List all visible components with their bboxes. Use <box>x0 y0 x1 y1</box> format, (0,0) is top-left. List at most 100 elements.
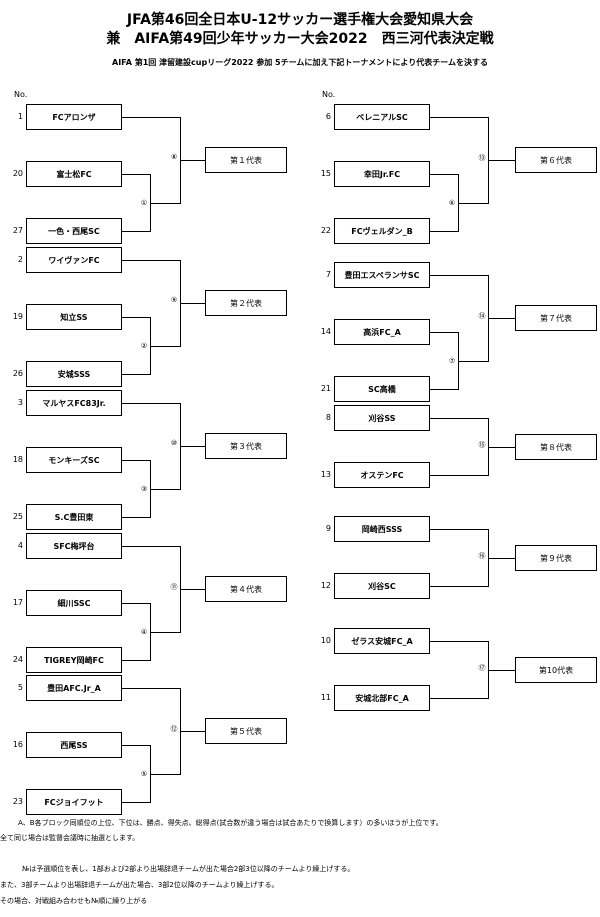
bracket-line <box>458 203 489 204</box>
team-seed-number: 27 <box>12 226 23 235</box>
team-seed-number: 2 <box>17 255 23 264</box>
no-header-left: No. <box>14 90 28 99</box>
team-box: FCジョイフット <box>26 789 122 815</box>
page-title-line1: JFA第46回全日本U-12サッカー選手権大会愛知県大会 <box>126 12 474 28</box>
bracket-line <box>430 698 489 699</box>
team-box: マルヤスFC83Jr. <box>26 390 122 416</box>
bracket-line <box>122 660 151 661</box>
match-number: ⑰ <box>478 664 486 672</box>
team-seed-number: 12 <box>320 581 331 590</box>
bracket-line <box>122 517 151 518</box>
representative-box: 第５代表 <box>205 718 287 744</box>
team-seed-number: 19 <box>12 312 23 321</box>
match-number: ⑥ <box>448 199 456 207</box>
bracket-line <box>122 688 181 689</box>
team-box: S.C豊田東 <box>26 504 122 530</box>
match-number: ⑭ <box>478 312 486 320</box>
note-line: №は予選順位を表し、1部および2部より出場辞退チームが出た場合2部3位以降のチー… <box>22 865 355 873</box>
match-number: ② <box>140 342 148 350</box>
bracket-line <box>122 260 181 261</box>
team-seed-number: 23 <box>12 797 23 806</box>
bracket-line <box>180 303 206 304</box>
team-seed-number: 15 <box>320 169 331 178</box>
bracket-line <box>150 632 181 633</box>
team-box: 豊田AFC.Jr_A <box>26 675 122 701</box>
representative-box: 第６代表 <box>515 147 597 173</box>
representative-box: 第９代表 <box>515 545 597 571</box>
bracket-line <box>122 374 151 375</box>
bracket-line <box>488 160 516 161</box>
team-box: SFC梅坪台 <box>26 533 122 559</box>
team-box: 幸田Jr.FC <box>334 161 430 187</box>
match-number: ① <box>140 199 148 207</box>
match-number: ⑤ <box>140 770 148 778</box>
bracket-line <box>458 361 489 362</box>
bracket-line <box>430 275 489 276</box>
team-seed-number: 3 <box>17 398 23 407</box>
bracket-line <box>430 641 489 642</box>
team-seed-number: 18 <box>12 455 23 464</box>
bracket-line <box>430 117 489 118</box>
team-box: ワイヴァンFC <box>26 247 122 273</box>
team-box: 西尾SS <box>26 732 122 758</box>
team-box: 刈谷SC <box>334 573 430 599</box>
team-box: 細川SSC <box>26 590 122 616</box>
team-box: 安城北部FC_A <box>334 685 430 711</box>
bracket-line <box>122 546 181 547</box>
bracket-line <box>430 418 489 419</box>
bracket-line <box>122 745 151 746</box>
no-header-right: No. <box>322 90 336 99</box>
team-box: 知立SS <box>26 304 122 330</box>
team-seed-number: 6 <box>325 112 331 121</box>
match-number: ⑯ <box>478 552 486 560</box>
representative-box: 第１代表 <box>205 147 287 173</box>
representative-box: 第３代表 <box>205 433 287 459</box>
team-seed-number: 17 <box>12 598 23 607</box>
note-line: 全て同じ場合は監督会議時に抽選とします。 <box>0 834 140 842</box>
team-box: 安城SSS <box>26 361 122 387</box>
team-box: 豊田エスペランサSC <box>334 262 430 288</box>
team-seed-number: 25 <box>12 512 23 521</box>
team-box: オステンFC <box>334 462 430 488</box>
team-box: 刈谷SS <box>334 405 430 431</box>
team-seed-number: 7 <box>325 270 331 279</box>
bracket-line <box>430 332 459 333</box>
team-box: 岡崎西SSS <box>334 516 430 542</box>
match-number: ⑫ <box>170 725 178 733</box>
bracket-line <box>180 731 206 732</box>
bracket-line <box>150 774 181 775</box>
bracket-line <box>430 389 459 390</box>
team-seed-number: 1 <box>17 112 23 121</box>
team-seed-number: 20 <box>12 169 23 178</box>
team-seed-number: 4 <box>17 541 23 550</box>
match-number: ③ <box>140 485 148 493</box>
bracket-line <box>122 802 151 803</box>
page-title-line2: 兼 AIFA第49回少年サッカー大会2022 西三河代表決定戦 <box>106 31 494 47</box>
bracket-line <box>180 589 206 590</box>
bracket-line <box>122 403 181 404</box>
representative-box: 第８代表 <box>515 434 597 460</box>
team-seed-number: 24 <box>12 655 23 664</box>
team-seed-number: 21 <box>320 384 331 393</box>
bracket-line <box>122 603 151 604</box>
representative-box: 第２代表 <box>205 290 287 316</box>
bracket-line <box>488 318 516 319</box>
bracket-line <box>180 446 206 447</box>
team-box: TIGREY岡崎FC <box>26 647 122 673</box>
match-number: ⑬ <box>478 154 486 162</box>
match-number: ⑩ <box>170 439 178 447</box>
bracket-line <box>430 586 489 587</box>
representative-box: 第10代表 <box>515 657 597 683</box>
bracket-line <box>150 203 181 204</box>
team-seed-number: 22 <box>320 226 331 235</box>
bracket-line <box>430 529 489 530</box>
team-seed-number: 13 <box>320 470 331 479</box>
team-box: FCアロンザ <box>26 104 122 130</box>
team-seed-number: 14 <box>320 327 331 336</box>
team-box: ゼラス安城FC_A <box>334 628 430 654</box>
bracket-line <box>430 231 459 232</box>
page-subtitle: AIFA 第1回 津留建設cupリーグ2022 参加 5チームに加え下記トーナメ… <box>112 58 488 67</box>
team-seed-number: 26 <box>12 369 23 378</box>
bracket-line <box>122 460 151 461</box>
representative-box: 第４代表 <box>205 576 287 602</box>
